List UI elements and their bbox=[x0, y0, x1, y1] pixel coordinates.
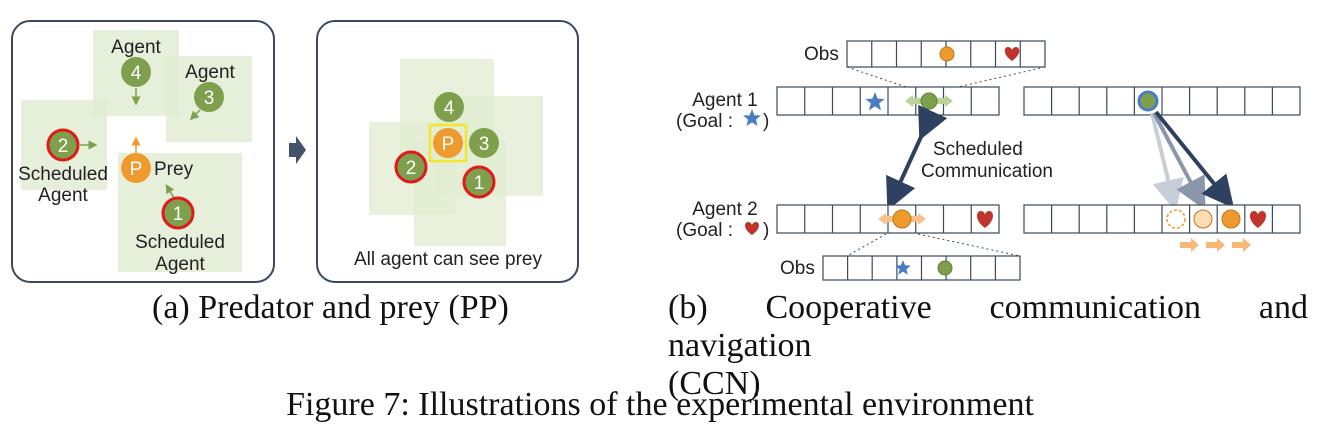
obs-top-orange-agent bbox=[939, 46, 955, 62]
agent3-circle-2 bbox=[469, 128, 499, 158]
broadcast-arrow-1 bbox=[1150, 112, 1184, 212]
panel-b: Obs Agent 1 (Goal : ) bbox=[676, 40, 1301, 281]
panel-a-right: 4 P 3 2 1 All agent can see prey bbox=[316, 20, 579, 283]
prey-label: Prey bbox=[154, 159, 194, 180]
scheduled-comm-arrow bbox=[886, 104, 948, 211]
agent1-left-arrow bbox=[905, 95, 921, 107]
prey-circle bbox=[121, 153, 151, 183]
agent3-move-arrow bbox=[189, 109, 201, 121]
agent2-goal-prefix: (Goal : bbox=[676, 220, 733, 241]
agent2-right-arrow bbox=[910, 213, 926, 225]
agent3-label: Agent bbox=[185, 62, 235, 83]
all-agent-label: All agent can see prey bbox=[354, 249, 543, 270]
comm-label-line2: Communication bbox=[921, 161, 1053, 182]
agent1-right-arrow bbox=[937, 95, 953, 107]
move-arrow-3 bbox=[1232, 238, 1251, 252]
prey-id-2: P bbox=[442, 134, 455, 155]
agent1-right-agent bbox=[1137, 90, 1159, 112]
agent2-grid-heart-icon bbox=[976, 211, 994, 228]
agent2-left-arrow bbox=[878, 213, 894, 225]
agent2-path-light bbox=[1193, 209, 1213, 229]
agent2-id: 2 bbox=[58, 136, 69, 157]
agent4-id: 4 bbox=[131, 63, 142, 84]
agent1-id: 1 bbox=[173, 204, 184, 225]
move-arrow-2 bbox=[1206, 238, 1225, 252]
agent4-label: Agent bbox=[111, 37, 161, 58]
agent1-id-2: 1 bbox=[474, 173, 485, 194]
agent1-goal-star-icon bbox=[743, 109, 761, 126]
agent1-label-line1: Scheduled bbox=[135, 232, 225, 253]
agent2-id-2: 2 bbox=[406, 158, 417, 179]
obs-bottom-star-icon bbox=[895, 260, 911, 275]
obs-top-heart-icon bbox=[1004, 47, 1020, 61]
move-arrow-1 bbox=[1180, 238, 1199, 252]
agent2-goal-heart-icon bbox=[745, 222, 759, 235]
caption-b-line1: (b) Cooperative communication and naviga… bbox=[668, 289, 1308, 364]
obs-bottom-green-agent bbox=[937, 260, 953, 276]
caption-a: (a) Predator and prey (PP) bbox=[152, 289, 509, 326]
obs-top-projection-right bbox=[944, 66, 1046, 91]
agent2-circle bbox=[46, 128, 80, 162]
caption-b-line2: (CCN) bbox=[668, 365, 761, 402]
agent1-grid-right bbox=[1023, 86, 1301, 116]
agent2-label-line2: Agent bbox=[38, 185, 88, 206]
panel-a-left: Agent 4 Agent 3 2 Scheduled Agent P Prey… bbox=[11, 20, 275, 283]
broadcast-arrow-2 bbox=[1152, 112, 1206, 211]
broadcast-arrow-3 bbox=[1154, 110, 1235, 209]
agent1-circle-2 bbox=[462, 165, 496, 199]
agent2-goal-suffix: ) bbox=[763, 220, 769, 241]
agent1-goal-prefix: (Goal : bbox=[676, 111, 733, 132]
agent1-circle bbox=[161, 196, 195, 230]
agent3-id: 3 bbox=[204, 88, 215, 109]
agent2-right-heart-icon bbox=[1249, 211, 1267, 228]
prey-circle-2 bbox=[433, 128, 463, 158]
obs-bottom-label: Obs bbox=[780, 258, 815, 279]
caption-b: (b) Cooperative communication and naviga… bbox=[668, 289, 1308, 403]
agent2-grid bbox=[776, 204, 1000, 234]
agent1-grid-agent bbox=[920, 92, 938, 110]
agent4-circle-2 bbox=[434, 92, 464, 122]
transition-arrow-icon bbox=[289, 136, 306, 164]
figure-caption: Figure 7: Illustrations of the experimen… bbox=[286, 386, 1034, 423]
agent3-circle bbox=[194, 82, 224, 112]
agent2-path-dashed bbox=[1166, 209, 1186, 229]
agent2-name: Agent 2 bbox=[692, 199, 758, 220]
obs-bottom-strip bbox=[822, 255, 1021, 281]
prey-id: P bbox=[130, 159, 143, 180]
agent2-path-current bbox=[1221, 209, 1241, 229]
agent1-move-arrow bbox=[165, 184, 175, 199]
agent4-id-2: 4 bbox=[444, 98, 455, 119]
agent4-circle bbox=[121, 57, 151, 87]
agent3-id-2: 3 bbox=[479, 134, 490, 155]
obs-top-projection-left bbox=[846, 66, 916, 91]
agent2-grid-agent bbox=[892, 209, 912, 229]
agent1-name: Agent 1 bbox=[692, 90, 758, 111]
agent2-circle-2 bbox=[394, 150, 428, 184]
obs-bottom-projection-left bbox=[846, 233, 887, 257]
agent1-goal-suffix: ) bbox=[763, 111, 769, 132]
obs-top-label: Obs bbox=[804, 44, 839, 65]
agent2-label-line1: Scheduled bbox=[18, 164, 108, 185]
agent1-label-line2: Agent bbox=[155, 254, 205, 275]
obs-bottom-projection-right bbox=[917, 233, 1021, 257]
agent1-grid bbox=[776, 86, 1000, 116]
comm-label-line1: Scheduled bbox=[933, 139, 1023, 160]
agent1-grid-star-icon bbox=[865, 92, 885, 111]
prey-highlight-box bbox=[428, 123, 468, 163]
agent1-vision-2 bbox=[414, 140, 506, 246]
